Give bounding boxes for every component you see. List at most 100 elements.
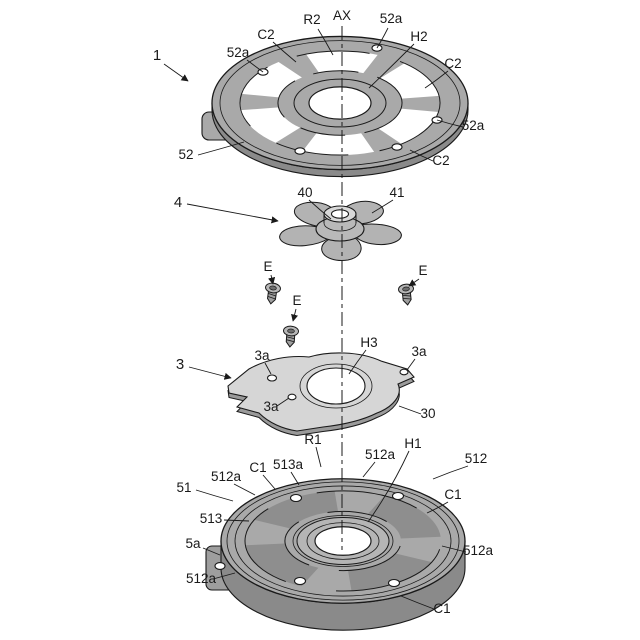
leader-40 <box>308 199 332 220</box>
callout-5a: 5a <box>185 536 201 551</box>
leader-h2 <box>368 43 415 89</box>
callout-52: 52 <box>178 147 193 162</box>
screw-e <box>398 283 414 306</box>
callout-e2: E <box>418 263 427 278</box>
leader-r1 <box>315 446 322 468</box>
plate-3-hole-3a <box>399 368 409 376</box>
leader-4 <box>186 203 279 224</box>
callout-40: 40 <box>297 185 312 200</box>
callout-3a-bottom: 3a <box>263 399 279 414</box>
callout-4: 4 <box>174 194 182 211</box>
callout-e1: E <box>263 259 272 274</box>
plate-3-center-hole-h3 <box>306 367 366 405</box>
top-plate-center-hole-h2 <box>309 87 371 119</box>
leader-r2 <box>317 28 334 56</box>
leader-3a-bottom <box>276 397 290 407</box>
plate-3-boss-ring <box>299 363 373 409</box>
impeller-blade-41 <box>349 221 407 247</box>
callout-1: 1 <box>153 47 161 64</box>
leader-52a-left <box>246 59 264 73</box>
impeller-collar-base <box>323 222 357 232</box>
housing-center-hole-h1 <box>315 527 371 556</box>
screws-e <box>265 282 414 348</box>
leader-52 <box>197 141 245 156</box>
top-plate-slots <box>224 43 456 163</box>
leader-513 <box>223 519 250 522</box>
callout-c2-topleft: C2 <box>257 27 274 42</box>
callout-3a-right: 3a <box>411 344 427 359</box>
housing-hole-512a <box>293 576 307 586</box>
callout-51: 51 <box>176 480 191 495</box>
callout-h1: H1 <box>404 436 421 451</box>
callout-513a: 513a <box>273 457 304 472</box>
leader-e2 <box>408 278 420 287</box>
top-plate-hole <box>294 147 306 155</box>
leader-c2-topleft <box>272 41 297 63</box>
callout-41: 41 <box>389 185 404 200</box>
leader-c2-topright <box>424 70 449 89</box>
leader-512a-top <box>362 461 376 478</box>
callout-513: 513 <box>200 511 223 526</box>
housing-hole-512a <box>387 578 401 588</box>
callout-30: 30 <box>420 406 435 421</box>
screw-e <box>283 325 299 348</box>
callout-52a-top: 52a <box>380 11 403 26</box>
leader-512a-left <box>233 483 256 496</box>
leader-lines <box>163 27 469 610</box>
callout-512: 512 <box>465 451 488 466</box>
leader-51 <box>195 489 234 502</box>
leader-52a-right <box>436 119 464 128</box>
callout-e3: E <box>292 293 301 308</box>
callout-3a-topleft: 3a <box>254 348 270 363</box>
top-plate-rim-ring <box>220 41 460 166</box>
leader-512a-right <box>441 545 467 553</box>
leader-1 <box>163 63 189 82</box>
leader-c2-lowright <box>409 149 434 162</box>
callout-c1-bottom: C1 <box>433 601 450 616</box>
callout-labels: AX R2 52a C2 H2 52a C2 1 52a 52 C2 4 40 … <box>153 8 494 616</box>
housing-boss-ring <box>307 523 379 560</box>
housing-rim-ring <box>227 482 459 600</box>
leader-c1-bottom <box>400 595 435 610</box>
housing-hole-512a <box>391 491 405 501</box>
leader-30 <box>398 405 422 415</box>
plate-3-hole-3a <box>287 393 297 401</box>
leader-512a-bottomleft <box>212 572 236 580</box>
callout-c1-right: C1 <box>444 487 461 502</box>
leader-41 <box>371 199 394 214</box>
callout-r2: R2 <box>303 12 320 27</box>
leader-e1 <box>268 274 276 285</box>
leader-h1 <box>367 450 410 523</box>
top-plate-52 <box>201 36 468 178</box>
plate-3-hole-3a <box>266 374 278 382</box>
plate-3 <box>227 352 415 436</box>
callout-c2-lowright: C2 <box>432 153 449 168</box>
housing-hole-512a <box>289 493 303 503</box>
housing-rim-ring-inner <box>235 486 451 596</box>
leader-52a-top <box>376 27 389 49</box>
leader-3a-right <box>406 358 416 371</box>
callout-h3: H3 <box>360 335 377 350</box>
callout-h2: H2 <box>410 29 427 44</box>
leader-e3 <box>291 308 299 322</box>
leader-513a <box>290 471 300 486</box>
leader-3 <box>188 366 232 380</box>
leader-3a-topleft <box>264 362 272 375</box>
leader-5a <box>202 547 221 556</box>
callout-c1-left: C1 <box>249 460 266 475</box>
impeller-4 <box>274 197 406 260</box>
callout-3: 3 <box>176 356 184 373</box>
callout-52a-left: 52a <box>227 45 250 60</box>
callout-512a-top: 512a <box>365 447 396 462</box>
callout-ax: AX <box>333 8 351 23</box>
housing-5 <box>205 475 473 631</box>
impeller-blade <box>322 237 361 261</box>
housing-tab-hole <box>214 562 226 570</box>
impeller-bore <box>330 209 350 219</box>
top-plate-hole <box>391 143 403 151</box>
leader-h3 <box>348 349 367 375</box>
callout-512a-right: 512a <box>463 543 494 558</box>
callout-c2-topright: C2 <box>444 56 461 71</box>
